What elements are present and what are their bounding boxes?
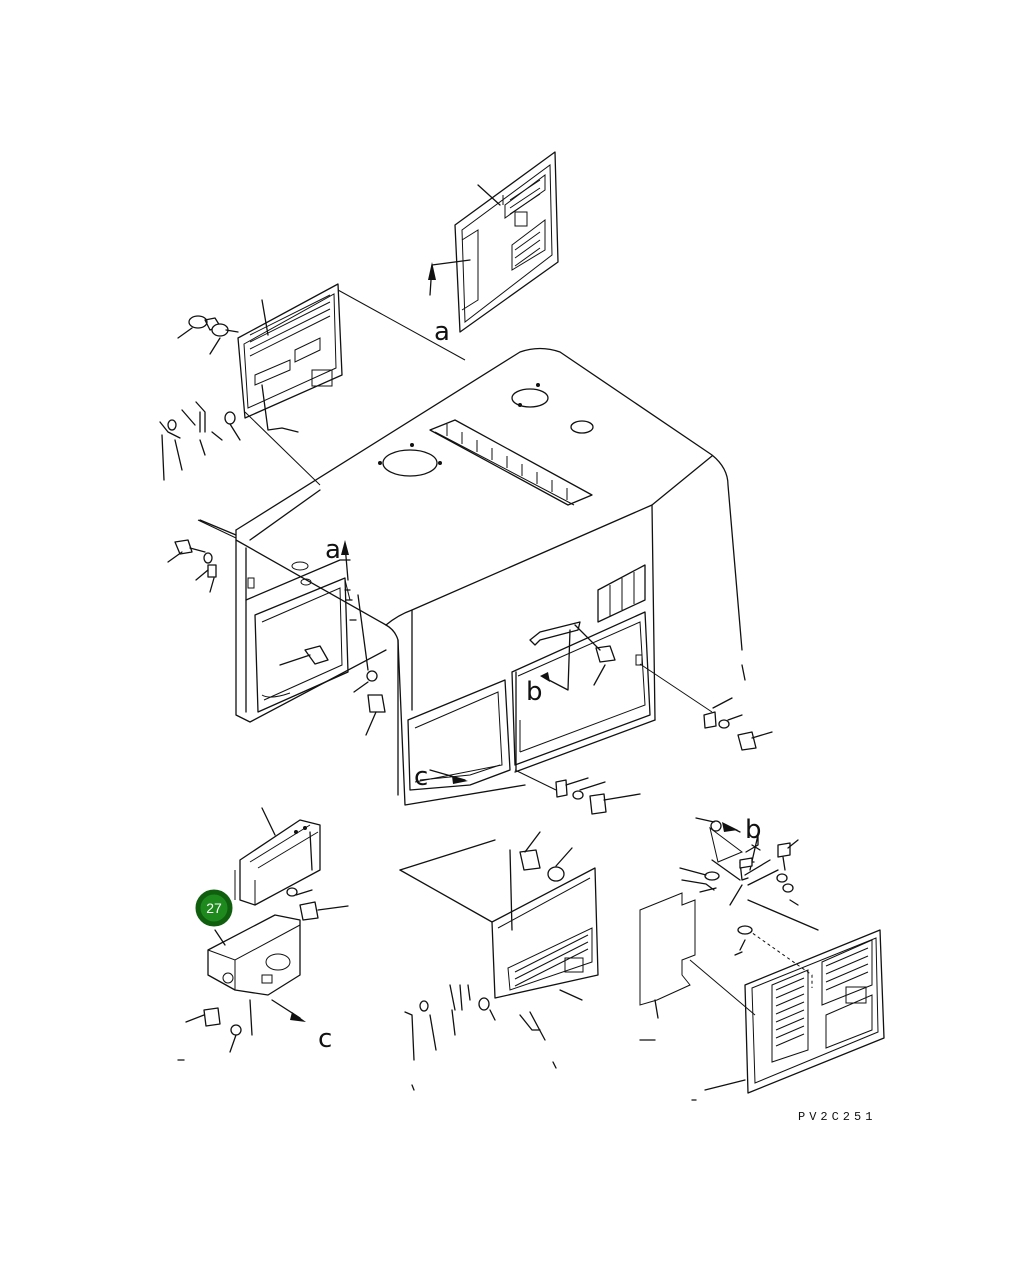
view-ref-b-hood: b [526,677,543,707]
hood-opening [511,388,549,408]
hood-opening [382,449,438,477]
left-bolts [167,539,329,666]
view-ref-b-detail: b [745,815,762,845]
lower-bracket [177,807,349,1061]
upper-left-panel [237,283,343,419]
view-labels: a a b b c c [318,317,762,1054]
right-bolts [514,624,773,815]
lower-center-panel [399,831,599,1091]
view-ref-c-bracket: c [318,1024,332,1054]
view-ref-c-hood: c [414,762,428,792]
left-fasteners [159,315,299,481]
view-arrows [271,259,741,1022]
view-ref-a-upper: a [434,317,450,347]
hood-opening [570,420,594,434]
lower-right-panel [639,892,885,1101]
callout-number[interactable]: 27 [206,900,222,916]
callout-badge[interactable] [195,889,233,927]
lower-right-hardware [679,817,819,956]
side-vents [597,564,646,623]
upper-grille-panel [454,151,559,333]
engine-hood [199,347,746,806]
callout-27[interactable]: 27 [195,889,233,927]
top-grille [429,419,593,506]
view-ref-a-hood: a [325,535,341,565]
drawing-code: PV2C251 [798,1110,876,1124]
center-bolts [344,589,386,736]
